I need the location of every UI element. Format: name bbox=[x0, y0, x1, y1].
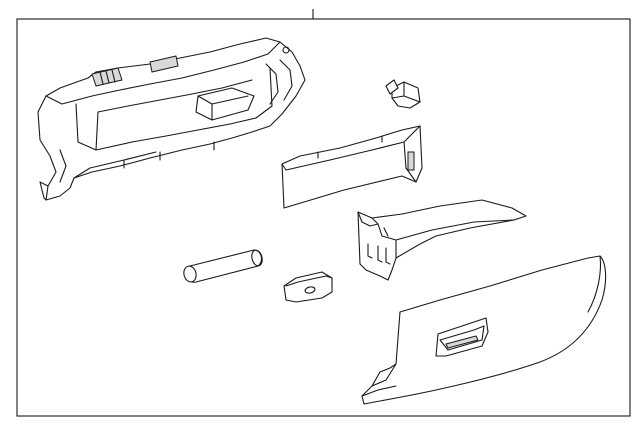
handle-cover bbox=[283, 271, 333, 303]
trim-panel bbox=[281, 125, 423, 209]
diagram-frame bbox=[16, 18, 631, 417]
damper-rod bbox=[183, 249, 263, 283]
glove-box-housing bbox=[37, 37, 306, 201]
mounting-bracket bbox=[357, 199, 527, 281]
clip bbox=[385, 79, 421, 109]
glove-box-door bbox=[361, 255, 607, 405]
